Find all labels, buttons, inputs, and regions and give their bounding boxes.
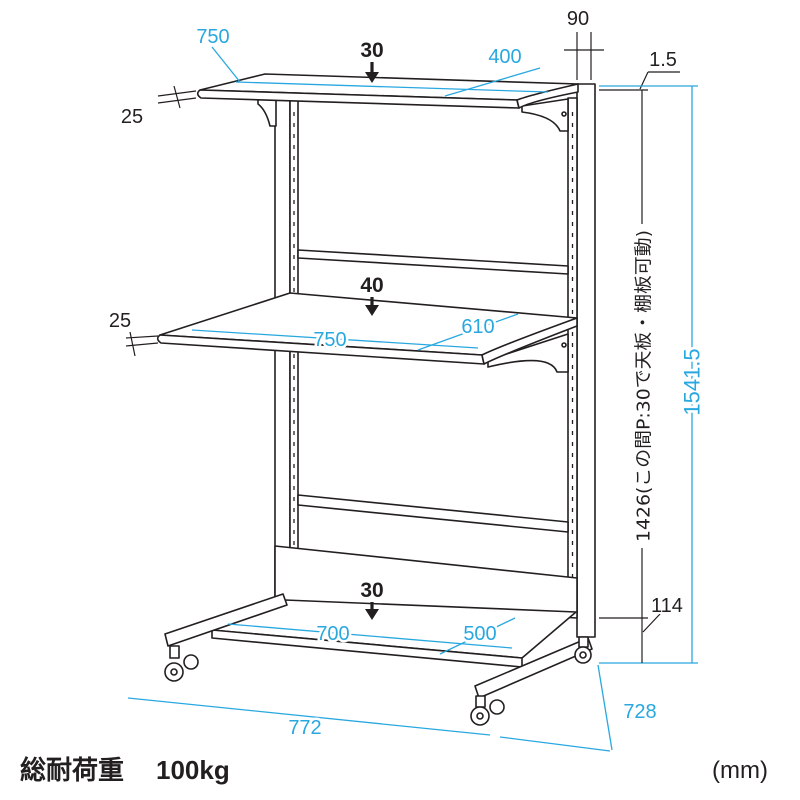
total-load-label: 総耐荷重 xyxy=(20,755,124,786)
top-shelf-load-label: 30 xyxy=(360,39,383,62)
bottom-shelf-width-label: 700 xyxy=(316,623,349,645)
middle-shelf-right-bracket xyxy=(487,333,569,373)
total-load-value: 100kg xyxy=(156,755,230,785)
top-shelf-load-arrowhead xyxy=(365,72,379,83)
overall-depth-ext xyxy=(597,664,613,751)
overall-depth-label: 728 xyxy=(623,701,656,723)
middle-shelf-thickness-ext-bottom xyxy=(125,342,159,347)
bottom-shelf-load-arrowhead xyxy=(365,609,379,620)
top-shelf-thickness-label: 25 xyxy=(121,106,143,128)
middle-shelf-depth-label: 610 xyxy=(461,316,494,338)
right-foot xyxy=(474,637,593,699)
labels: 30 40 30 750 400 750 610 700 500 25 25 9… xyxy=(20,6,768,786)
middle-shelf-width-label: 750 xyxy=(313,329,346,351)
top-shelf-depth-label: 400 xyxy=(488,46,521,68)
load-arrows xyxy=(365,62,379,620)
middle-shelf-load-label: 40 xyxy=(360,274,383,297)
right-front-caster-stem xyxy=(475,695,486,708)
base-frame xyxy=(164,593,593,699)
upright-width-label: 90 xyxy=(567,8,589,30)
top-shelf-right-bracket xyxy=(521,98,569,132)
overall-height-label: 1541.5 xyxy=(680,348,705,415)
right-upright xyxy=(576,83,596,638)
middle-shelf-load-arrowhead xyxy=(365,305,379,316)
left-front-caster-hub xyxy=(170,668,178,676)
right-front-caster-rear-wheel xyxy=(489,699,505,715)
bottom-shelf-depth-label: 500 xyxy=(463,623,496,645)
middle-shelf xyxy=(156,292,578,373)
back-panel xyxy=(274,545,578,619)
top-shelf-thickness-ext-top xyxy=(157,90,197,97)
top-shelf-front-edge xyxy=(196,89,520,109)
overall-width-line xyxy=(127,697,491,736)
rack-drawing xyxy=(156,73,596,726)
base-height-leader xyxy=(642,613,661,633)
base-height-label: 114 xyxy=(651,595,683,617)
middle-shelf-right-edge xyxy=(481,317,578,365)
middle-shelf-front-edge xyxy=(156,334,485,365)
left-foot xyxy=(164,593,288,647)
adjustable-range-label: 1426(この間P:30で天板・棚板可動) xyxy=(634,230,655,542)
top-shelf-right-edge xyxy=(516,83,579,109)
shelf-dimension-lines xyxy=(191,46,549,655)
left-front-caster-rear-wheel xyxy=(183,654,199,670)
upper-crossbar xyxy=(297,249,569,275)
top-shelf-thickness-ext-bottom xyxy=(157,97,197,104)
middle-shelf-depth-line xyxy=(417,313,519,351)
top-shelf-width-line xyxy=(235,81,549,93)
overall-dimension-lines xyxy=(125,32,698,752)
overall-depth-line xyxy=(499,736,611,752)
top-shelf-width-label: 750 xyxy=(196,26,229,48)
bottom-shelf-depth-line xyxy=(439,617,516,655)
casters xyxy=(164,636,592,726)
bottom-shelf-width-line xyxy=(227,623,513,649)
lower-crossbar xyxy=(297,494,569,533)
top-shelf-left-bracket xyxy=(257,97,277,127)
top-shelf-depth-line xyxy=(444,67,541,97)
right-back-caster-hub xyxy=(579,651,587,659)
top-offset-label: 1.5 xyxy=(649,49,677,71)
unit-label: (mm) xyxy=(712,757,768,784)
middle-shelf-thickness-tick xyxy=(129,331,136,357)
overall-width-label: 772 xyxy=(288,717,321,739)
left-front-caster-stem xyxy=(169,645,180,659)
bottom-shelf-load-label: 30 xyxy=(360,579,383,602)
top-shelf-bracket-bolt xyxy=(561,111,567,117)
right-back-caster-stem xyxy=(578,636,589,648)
top-shelf-width-leader xyxy=(211,46,241,83)
middle-shelf-thickness-label: 25 xyxy=(109,310,131,332)
right-front-caster-hub xyxy=(476,712,484,720)
middle-shelf-bracket-bolt xyxy=(561,342,567,348)
top-shelf-thickness-tick xyxy=(173,85,181,109)
